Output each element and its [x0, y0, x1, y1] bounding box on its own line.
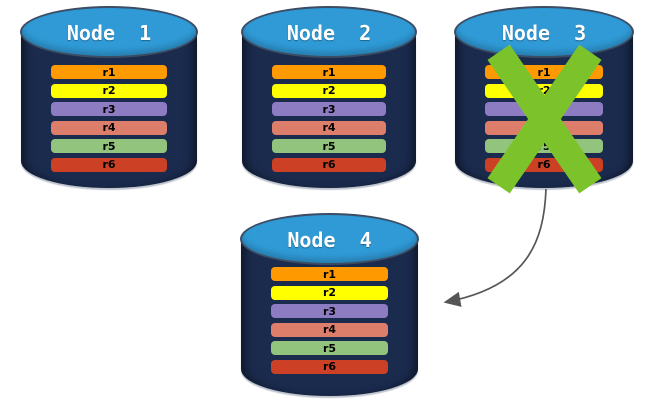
- replica-bar-r2: r2: [51, 83, 167, 98]
- replica-bar-r5: r5: [51, 139, 167, 154]
- replica-bar-r3: r3: [271, 304, 388, 319]
- node-3-cylinder-top: [454, 6, 634, 58]
- replica-bar-r3: r3: [51, 102, 167, 117]
- replica-bar-r6: r6: [272, 157, 386, 172]
- node-4: Node 4 r1 r2 r3 r4 r5 r6: [240, 213, 419, 396]
- node-1: Node 1 r1 r2 r3 r4 r5 r6: [20, 6, 198, 188]
- replica-bar-r5: r5: [272, 139, 386, 154]
- replica-bar-r1: r1: [51, 65, 167, 79]
- node-3-title: Node 3: [501, 21, 587, 45]
- node-1-title: Node 1: [66, 21, 152, 45]
- replica-bar-r4: r4: [271, 322, 388, 337]
- node-2-title: Node 2: [286, 21, 372, 45]
- replica-bar-r4: r4: [272, 120, 386, 135]
- replica-bar-r6: r6: [271, 359, 388, 374]
- replica-bar-r5: r5: [271, 341, 388, 356]
- failover-arrow-path: [443, 188, 547, 307]
- node-4-cylinder-top: [240, 213, 419, 265]
- replica-bar-r2: r2: [271, 285, 388, 300]
- replica-bar-r1: r1: [272, 65, 386, 79]
- node-4-replica-stack: r1 r2 r3 r4 r5 r6: [271, 267, 388, 374]
- node-1-cylinder-top: [20, 6, 198, 58]
- replica-bar-r4: r4: [51, 120, 167, 135]
- replica-bar-r3: r3: [272, 102, 386, 117]
- node-2: Node 2 r1 r2 r3 r4 r5 r6: [241, 6, 417, 188]
- replica-bar-r2: r2: [272, 83, 386, 98]
- failure-x-icon: [486, 44, 602, 193]
- node-2-replica-stack: r1 r2 r3 r4 r5 r6: [272, 65, 386, 172]
- replica-bar-r1: r1: [271, 267, 388, 281]
- replica-bar-r6: r6: [51, 157, 167, 172]
- node-2-cylinder-top: [241, 6, 417, 58]
- node-4-title: Node 4: [287, 228, 372, 252]
- node-1-replica-stack: r1 r2 r3 r4 r5 r6: [51, 65, 167, 172]
